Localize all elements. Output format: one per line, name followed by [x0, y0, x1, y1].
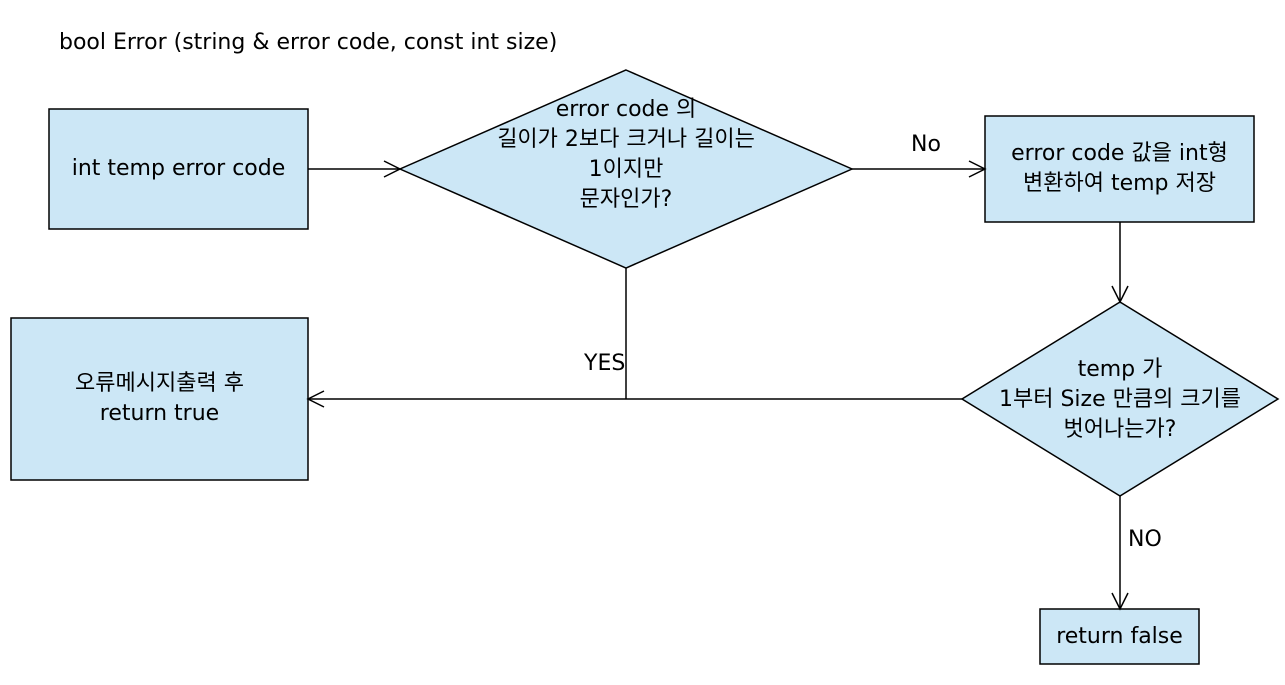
return-false-box	[1039, 608, 1200, 665]
arrowhead-cond2	[1111, 285, 1129, 304]
cond1-line-1: error code 의	[555, 97, 697, 122]
init-label: int temp error code	[71, 156, 286, 181]
edge-label-yes: YES	[584, 351, 626, 376]
arrowhead-return-false	[1111, 592, 1129, 611]
arrowhead-cond1	[383, 160, 402, 178]
init-box	[48, 108, 309, 230]
diagram-title: bool Error (string & error code, const i…	[59, 30, 558, 55]
print-error-text: 오류메시지출력 후 return true	[11, 318, 308, 480]
cond1-line-4: 문자인가?	[579, 187, 673, 212]
cond2-text: temp 가 1부터 Size 만큼의 크기를 벗어나는가?	[962, 354, 1278, 446]
convert-line-2: 변환하여 temp 저장	[1023, 171, 1216, 196]
edge-label-no-upper: No	[911, 132, 941, 157]
init-text: int temp error code	[49, 109, 308, 229]
edge-label-no-lower: NO	[1128, 527, 1162, 552]
arrowhead-convert	[968, 160, 987, 178]
convert-text: error code 값을 int형 변환하여 temp 저장	[985, 116, 1254, 222]
return-false-label: return false	[1056, 623, 1183, 649]
cond1-text: error code 의 길이가 2보다 크거나 길이는 1이지만 문자인가?	[440, 93, 812, 217]
cond2-line-2: 1부터 Size 만큼의 크기를	[998, 387, 1242, 412]
arrowhead-print-error	[306, 390, 325, 408]
cond1-line-3: 1이지만	[588, 157, 664, 182]
cond2-line-3: 벗어나는가?	[1063, 417, 1177, 442]
cond2-line-1: temp 가	[1077, 357, 1163, 382]
cond1-line-2: 길이가 2보다 크거나 길이는	[497, 127, 755, 152]
print-error-line-2: return true	[99, 401, 220, 426]
print-error-line-1: 오류메시지출력 후	[75, 371, 244, 396]
return-false-text: return false	[1040, 609, 1199, 664]
convert-line-1: error code 값을 int형	[1011, 141, 1228, 166]
